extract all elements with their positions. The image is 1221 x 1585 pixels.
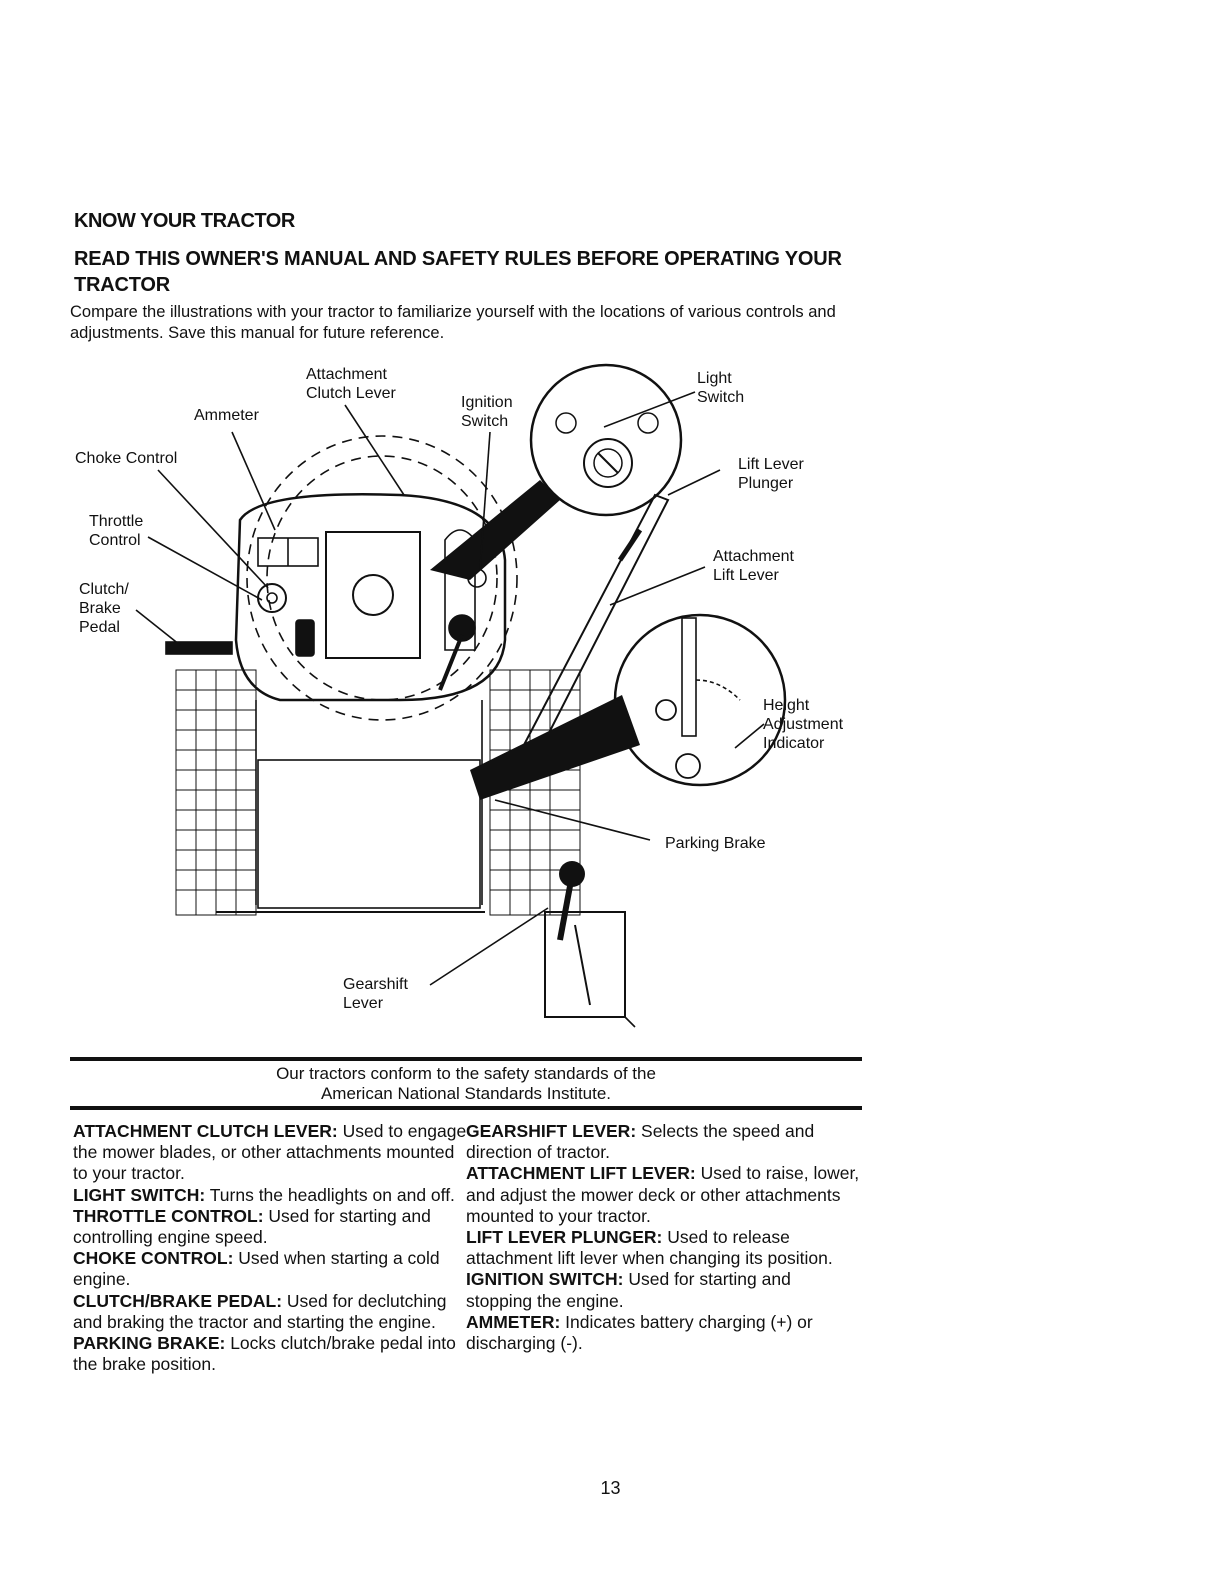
label-parking-brake: Parking Brake: [665, 835, 766, 852]
definition-gearshift-lever: GEARSHIFT LEVER: Selects the speed and d…: [466, 1121, 815, 1163]
definition-throttle-control: THROTTLE CONTROL: Used for starting and …: [73, 1205, 431, 1248]
label-choke-control: Choke Control: [75, 450, 178, 467]
label-clutch-brake-pedal: Clutch/ Brake Pedal: [79, 581, 129, 636]
definition-ignition-switch: IGNITION SWITCH: Used for starting and s…: [466, 1269, 791, 1311]
label-throttle-control: Throttle Control: [89, 513, 144, 549]
definition-attachment-clutch-lever: ATTACHMENT CLUTCH LEVER: Used to engage …: [73, 1121, 467, 1184]
label-ammeter: Ammeter: [194, 407, 259, 424]
page-number: 13: [600, 1478, 621, 1498]
label-attachment-clutch-lever: Attachment Clutch Lever: [306, 366, 396, 402]
label-attachment-lift-lever: Attachment Lift Lever: [713, 548, 794, 584]
definition-lift-lever-plunger: LIFT LEVER PLUNGER: Used to release atta…: [466, 1227, 833, 1269]
definitions-left: ATTACHMENT CLUTCH LEVER: Used to engage …: [73, 1121, 468, 1375]
definition-light-switch: LIGHT SWITCH: Turns the headlights on an…: [73, 1184, 455, 1205]
label-height-adjustment-indicator: Height Adjustment Indicator: [763, 697, 844, 752]
definitions-right: GEARSHIFT LEVER: Selects the speed and d…: [466, 1121, 861, 1354]
label-light-switch: Light Switch: [697, 370, 745, 406]
warning-title: READ THIS OWNER'S MANUAL AND SAFETY RULE…: [74, 248, 842, 296]
section-title: KNOW YOUR TRACTOR: [74, 210, 295, 232]
standards-note: Our tractors conform to the safety stand…: [276, 1064, 656, 1103]
intro-paragraph: Compare the illustrations with your trac…: [70, 303, 836, 342]
definition-attachment-lift-lever: ATTACHMENT LIFT LEVER: Used to raise, lo…: [466, 1163, 860, 1226]
definition-parking-brake: PARKING BRAKE: Locks clutch/brake pedal …: [73, 1333, 456, 1375]
definition-clutch-brake-pedal: CLUTCH/BRAKE PEDAL: Used for declutching…: [73, 1290, 447, 1332]
label-ignition-switch: Ignition Switch: [461, 394, 513, 430]
label-gearshift-lever: Gearshift Lever: [343, 976, 408, 1012]
label-lift-lever-plunger: Lift Lever Plunger: [738, 456, 804, 492]
definition-ammeter: AMMETER: Indicates battery charging (+) …: [466, 1311, 813, 1354]
divider-bottom: [70, 1106, 862, 1110]
definition-choke-control: CHOKE CONTROL: Used when starting a cold…: [73, 1248, 440, 1290]
divider-top: [70, 1057, 862, 1061]
